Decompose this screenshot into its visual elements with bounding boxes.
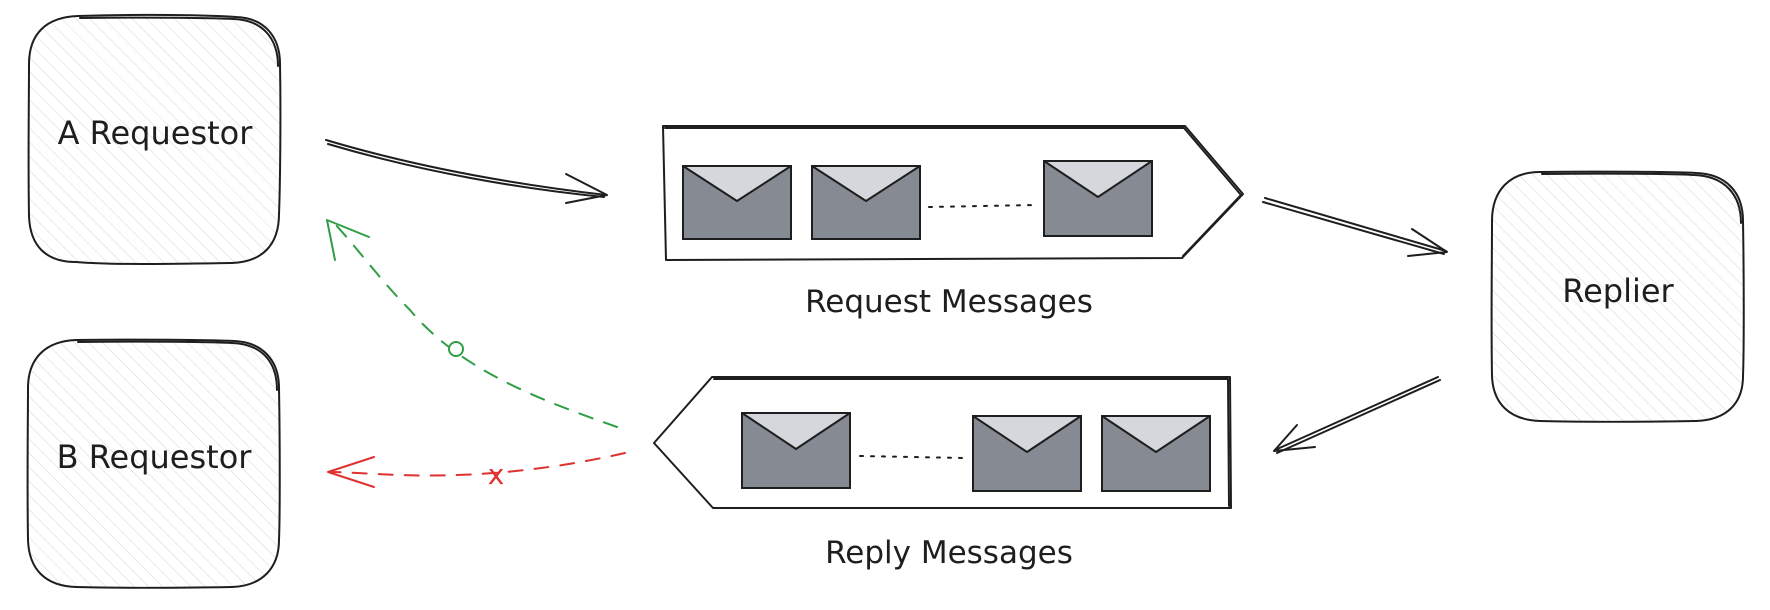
envelope-icon (741, 412, 851, 489)
requestor-a-node[interactable]: A Requestor (27, 13, 282, 265)
arrow-request-queue-to-replier (1262, 197, 1448, 257)
success-circle-icon (448, 341, 464, 357)
request-queue (662, 125, 1244, 261)
replier-node[interactable]: Replier (1490, 170, 1745, 423)
requestor-a-label: A Requestor (58, 114, 254, 152)
requestor-b-node[interactable]: B Requestor (26, 338, 281, 589)
failed-reply-arrow (327, 452, 626, 488)
success-reply-arrow (326, 219, 618, 428)
queue-ellipsis (859, 455, 966, 459)
reply-queue (653, 376, 1232, 509)
envelope-icon (972, 415, 1082, 492)
failure-x-icon: x (488, 458, 505, 491)
arrow-requestor-to-request-queue (325, 139, 608, 204)
envelope-icon (1043, 160, 1153, 237)
arrow-replier-to-reply-queue (1273, 376, 1441, 454)
requestor-b-label: B Requestor (57, 438, 253, 476)
envelope-icon (811, 165, 921, 240)
queue-ellipsis (928, 204, 1037, 208)
reply-queue-label: Reply Messages (825, 535, 1073, 571)
envelope-icon (682, 165, 792, 240)
request-queue-label: Request Messages (805, 284, 1093, 320)
replier-label: Replier (1562, 272, 1674, 310)
envelope-icon (1101, 415, 1211, 492)
